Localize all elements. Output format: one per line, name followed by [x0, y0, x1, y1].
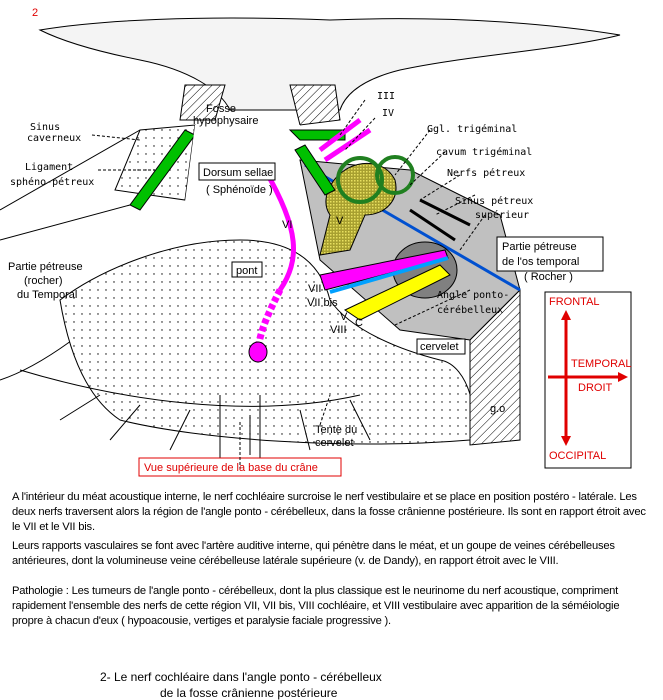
label-iv: IV: [382, 108, 394, 119]
petrous-label-box: [496, 236, 604, 272]
label-rocher: ( Rocher ): [524, 271, 573, 283]
label-viii: VIII: [330, 324, 347, 336]
signature: g.o: [490, 403, 505, 415]
figure-number: 2: [32, 7, 38, 19]
label-tente-2: cervelet: [315, 437, 354, 449]
label-sinus-pet-1: Sinus pétreux: [455, 195, 533, 207]
pont-label-box: [231, 261, 263, 278]
orientation-compass: FRONTAL TEMPORAL DROIT OCCIPITAL: [544, 291, 632, 469]
paragraph-2: Leurs rapports vasculaires se font avec …: [12, 540, 615, 567]
label-angle-2: cérébelleux: [437, 304, 503, 316]
orientation-occipital: OCCIPITAL: [549, 450, 606, 462]
label-partie-left-2: (rocher): [24, 275, 63, 287]
label-angle-1: Angle ponto-: [437, 290, 509, 301]
label-viii-c: C: [355, 317, 363, 329]
label-tente-1: Tente du: [315, 424, 357, 436]
label-partie-left-1: Partie pétreuse: [8, 261, 83, 273]
cavum-trigeminal: [375, 155, 415, 195]
label-partie-os-1: Partie pétreuse: [502, 241, 577, 253]
clinoid-left: [179, 84, 226, 121]
orientation-frontal: FRONTAL: [549, 296, 600, 308]
paragraph-1: A l'intérieur du méat acoustique interne…: [12, 491, 646, 533]
dorsum-label-box: [198, 162, 276, 181]
label-v: V: [336, 215, 344, 227]
label-sinus-pet-2: supérieur: [475, 209, 529, 221]
nerve-vi-origin: [248, 341, 268, 363]
label-sinus-cav-1: Sinus: [30, 122, 60, 133]
brainstem-cerebellum: [59, 239, 475, 445]
label-cavum: cavum trigéminal: [436, 146, 532, 158]
label-ligament-1: Ligament: [25, 162, 73, 173]
sphenoid-bone: [38, 17, 621, 111]
ligament-right: [288, 129, 346, 196]
label-vii: VII: [308, 283, 321, 295]
label-nerfs-petreux: Nerfs pétreux: [447, 167, 525, 179]
caption-line-1: 2- Le nerf cochléaire dans l'angle ponto…: [100, 670, 382, 684]
label-viii-v: V: [340, 311, 348, 323]
label-partie-os-2: de l'os temporal: [502, 256, 579, 268]
label-sinus-cav-2: caverneux: [27, 133, 81, 144]
label-sphenoide: ( Sphénoïde ): [206, 184, 273, 196]
petrous-bone-lower-right: [469, 288, 521, 446]
caption-line-2: de la fosse crânienne postérieure: [160, 686, 338, 700]
cavum-ring: [336, 156, 384, 204]
arrow-up-icon: [561, 310, 571, 320]
orientation-droit: DROIT: [578, 382, 613, 394]
label-vii-bis: VII bis: [307, 297, 338, 309]
petrous-nerves: [409, 198, 471, 242]
nerve-vi: [262, 168, 296, 292]
paragraph-3: Pathologie : Les tumeurs de l'angle pont…: [12, 585, 620, 627]
clinoid-right: [289, 84, 341, 126]
label-fosse-2: hypophysaire: [193, 115, 258, 127]
label-partie-left-3: du Temporal: [17, 289, 77, 301]
label-ligament-2: sphéno-pétreux: [10, 176, 94, 188]
dorsum-region: [180, 125, 310, 240]
label-vi: VI: [282, 219, 292, 231]
nerve-vii-bis: [329, 256, 449, 294]
cervelet-label-box: [416, 338, 466, 355]
label-cervelet: cervelet: [420, 341, 459, 353]
label-dorsum: Dorsum sellae: [203, 167, 273, 179]
label-pont: pont: [236, 265, 257, 277]
label-iii: III: [377, 91, 395, 102]
tentorium-lines: [19, 369, 371, 470]
orientation-temporal: TEMPORAL: [571, 358, 632, 370]
leader-lines: [91, 99, 486, 470]
nerve-iii-iv: [318, 118, 372, 163]
label-ggl: Ggl. trigéminal: [427, 123, 517, 135]
arrow-down-icon: [561, 436, 571, 446]
anatomy-diagram: 2 Fosse hypophysaire: [0, 7, 632, 477]
figure-title: Vue supérieure de la base du crâne: [144, 462, 318, 474]
label-fosse-1: Fosse: [206, 103, 236, 115]
nerve-viii: [343, 264, 451, 321]
ligament-left: [129, 129, 196, 211]
arrow-right-icon: [618, 372, 628, 382]
